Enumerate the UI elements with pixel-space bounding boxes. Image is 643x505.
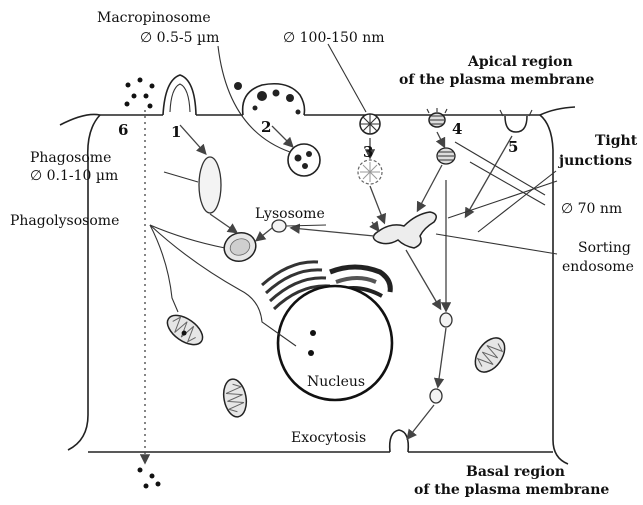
label-apical-2: of the plasma membrane [399,72,594,88]
label-exocytosis: Exocytosis [291,430,366,446]
label-sorting-1: Sorting [578,240,631,256]
pathway-number-4: 4 [452,120,462,138]
pathway-number-2: 2 [261,118,271,136]
label-phagosome-size: ∅ 0.1-10 µm [30,168,118,184]
label-tight-2: junctions [557,153,632,169]
diagram-labels: Macropinosome ∅ 0.5-5 µm ∅ 100-150 nm Ap… [10,10,638,498]
phagosome-organelle [199,157,221,213]
label-phagolysosome: Phagolysosome [10,213,119,229]
caveolar-vesicle-internal [437,148,455,164]
endocytic-pit-1 [163,75,196,115]
label-lysosome: Lysosome [255,206,325,222]
exocytosis-pocket [390,430,409,452]
label-phagosome: Phagosome [30,150,111,166]
label-sorting-2: endosome [562,259,634,275]
macropinosome-organelle [288,144,320,176]
label-tight-1: Tight [595,133,638,149]
uncoating-vesicle [358,160,382,184]
label-coated-size: ∅ 100-150 nm [283,30,385,46]
particles-6 [125,78,161,489]
label-macropinosome-size: ∅ 0.5-5 µm [140,30,219,46]
label-basal-2: of the plasma membrane [414,482,609,498]
pathway-number-5: 5 [508,138,518,156]
transport-vesicle-b [430,389,442,403]
clathrin-vesicle-3 [360,114,380,134]
label-basal-1: Basal region [466,464,565,480]
transport-vesicle-a [440,313,452,327]
pathway-number-3: 3 [363,143,373,161]
label-nucleus: Nucleus [307,374,365,390]
vesicle-5 [500,110,532,132]
label-apical-1: Apical region [467,54,573,70]
pathway-number-1: 1 [171,123,181,141]
label-small-size: ∅ 70 nm [561,201,622,217]
pathway-number-6: 6 [118,121,128,139]
macropinocytosis-cup-2 [234,82,305,115]
label-macropinosome: Macropinosome [97,10,211,26]
phagolysosome-organelle [220,228,260,265]
caveolar-vesicle-4 [427,108,447,127]
